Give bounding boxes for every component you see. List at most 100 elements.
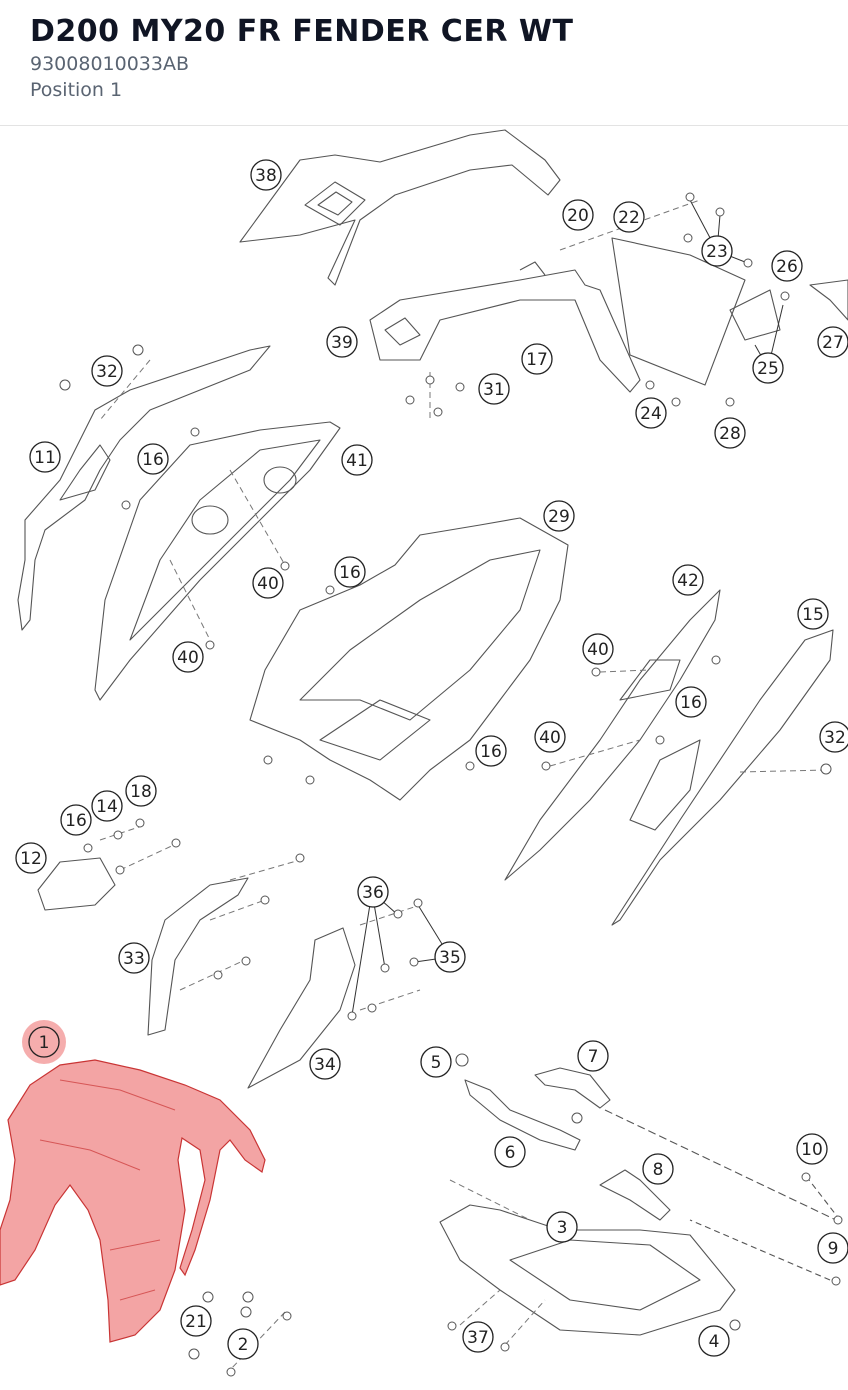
callout-label: 37 [467, 1328, 489, 1348]
callout-23[interactable]: 23 [701, 235, 733, 267]
part-42-tail [504, 589, 721, 881]
callout-14[interactable]: 14 [91, 790, 123, 822]
callout-17[interactable]: 17 [521, 343, 553, 375]
callout-label: 40 [177, 648, 199, 668]
callout-circle [462, 1321, 494, 1353]
part-drawings [17, 129, 848, 1336]
callout-40[interactable]: 40 [582, 633, 614, 665]
callout-16[interactable]: 16 [475, 735, 507, 767]
part-header: D200 MY20 FR FENDER CER WT 93008010033AB… [0, 0, 848, 126]
callout-label: 21 [185, 1312, 207, 1332]
callout-40[interactable]: 40 [172, 641, 204, 673]
callout-label: 12 [20, 849, 42, 869]
callout-label: 16 [480, 742, 502, 762]
part-1-front-fender-highlight[interactable] [0, 1059, 266, 1343]
callout-circle [698, 1325, 730, 1357]
callout-22[interactable]: 22 [613, 201, 645, 233]
part-34-cover [247, 927, 356, 1089]
callout-26[interactable]: 26 [771, 250, 803, 282]
callout-label: 34 [314, 1055, 336, 1075]
callout-label: 42 [677, 571, 699, 591]
callout-4[interactable]: 4 [698, 1325, 730, 1357]
callout-circle [29, 441, 61, 473]
callout-41[interactable]: 41 [341, 444, 373, 476]
callout-11[interactable]: 11 [29, 441, 61, 473]
callout-32[interactable]: 32 [819, 721, 848, 753]
callout-circle [577, 1040, 609, 1072]
callout-circle [326, 326, 358, 358]
callout-label: 2 [238, 1335, 249, 1355]
callout-42[interactable]: 42 [672, 564, 704, 596]
callout-39[interactable]: 39 [326, 326, 358, 358]
callout-10[interactable]: 10 [796, 1133, 828, 1165]
callout-36[interactable]: 36 [357, 876, 389, 908]
callout-label: 40 [539, 728, 561, 748]
part-7-bracket [534, 1067, 611, 1109]
part-15-panel [611, 629, 834, 926]
callout-circle [118, 942, 150, 974]
part-12 [37, 857, 116, 911]
callout-31[interactable]: 31 [478, 373, 510, 405]
callout-20[interactable]: 20 [562, 199, 594, 231]
callout-circle [494, 1136, 526, 1168]
callout-29[interactable]: 29 [543, 500, 575, 532]
callout-5[interactable]: 5 [420, 1046, 452, 1078]
callout-24[interactable]: 24 [635, 397, 667, 429]
callout-3[interactable]: 3 [546, 1211, 578, 1243]
callout-25[interactable]: 25 [752, 352, 784, 384]
callout-16[interactable]: 16 [137, 443, 169, 475]
callout-15[interactable]: 15 [797, 598, 829, 630]
callout-circle [796, 1133, 828, 1165]
callout-circle [752, 352, 784, 384]
callout-label: 5 [431, 1053, 442, 1073]
callout-label: 11 [34, 448, 56, 468]
callout-6[interactable]: 6 [494, 1136, 526, 1168]
part-6-bracket [464, 1079, 581, 1151]
callout-21[interactable]: 21 [180, 1305, 212, 1337]
callout-circle [582, 633, 614, 665]
callout-8[interactable]: 8 [642, 1153, 674, 1185]
callout-label: 18 [130, 782, 152, 802]
callout-27[interactable]: 27 [817, 326, 848, 358]
callout-circle [227, 1328, 259, 1360]
callout-9[interactable]: 9 [817, 1232, 848, 1264]
callout-circle [357, 876, 389, 908]
callout-35[interactable]: 35 [434, 941, 466, 973]
callout-circle [672, 564, 704, 596]
callout-label: 33 [123, 949, 145, 969]
callout-label: 36 [362, 883, 384, 903]
callout-circle [521, 343, 553, 375]
callout-circle [180, 1305, 212, 1337]
callout-16[interactable]: 16 [675, 686, 707, 718]
callout-38[interactable]: 38 [250, 159, 282, 191]
callout-circle [434, 941, 466, 973]
part-11-side [17, 345, 271, 631]
callout-circle [137, 443, 169, 475]
callout-2[interactable]: 2 [227, 1328, 259, 1360]
callout-label: 41 [346, 451, 368, 471]
callout-1[interactable]: 1 [22, 1020, 66, 1064]
callout-label: 6 [505, 1143, 516, 1163]
callout-7[interactable]: 7 [577, 1040, 609, 1072]
callout-label: 35 [439, 948, 461, 968]
fender-shape [0, 1059, 266, 1343]
callout-circle [797, 598, 829, 630]
callout-34[interactable]: 34 [309, 1048, 341, 1080]
callout-40[interactable]: 40 [534, 721, 566, 753]
callout-circle [420, 1046, 452, 1078]
callout-16[interactable]: 16 [334, 556, 366, 588]
callout-circle [309, 1048, 341, 1080]
callout-circle [635, 397, 667, 429]
callout-16[interactable]: 16 [60, 804, 92, 836]
callout-33[interactable]: 33 [118, 942, 150, 974]
callout-28[interactable]: 28 [714, 417, 746, 449]
part-3-bellypan [439, 1204, 736, 1336]
callout-32[interactable]: 32 [91, 355, 123, 387]
callout-12[interactable]: 12 [15, 842, 47, 874]
callout-18[interactable]: 18 [125, 775, 157, 807]
callout-40[interactable]: 40 [252, 567, 284, 599]
callout-circle [125, 775, 157, 807]
callout-37[interactable]: 37 [462, 1321, 494, 1353]
callout-label: 25 [757, 359, 779, 379]
